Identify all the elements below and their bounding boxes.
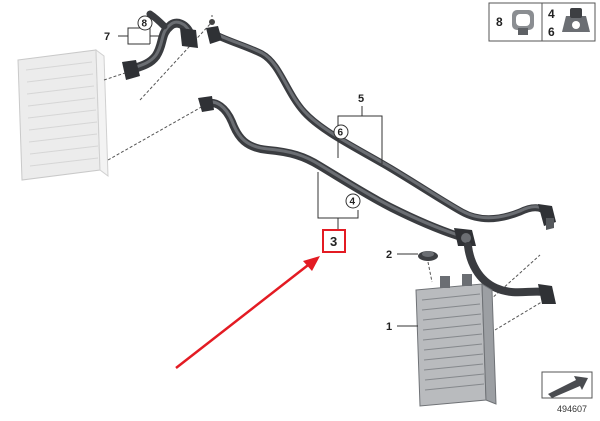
callout-6: 6 [338,128,344,139]
clamp-icon [512,10,534,35]
grommet-icon [562,8,590,32]
ghost-radiator [17,48,109,181]
part-3-highlight-box [322,229,346,253]
orientation-box: 494607 [541,371,593,414]
lower-hose [198,96,556,304]
callout-5: 5 [358,93,364,105]
legend-right-bottom-number: 6 [548,25,555,39]
callout-6-circle [333,124,349,140]
legend-box: 8 4 6 [488,2,596,42]
callout-1: 1 [386,321,392,333]
oil-cooler [415,274,497,407]
upper-hose [206,19,556,230]
orientation-arrow-icon [548,376,588,398]
red-pointer-arrow [175,256,320,369]
hose-assembly-7 [122,10,198,80]
grommet-part [418,251,438,283]
callout-4-circle [345,193,361,209]
legend-right-top-number: 4 [548,7,555,21]
callout-7: 7 [104,31,110,43]
reference-number: 494607 [557,404,587,414]
callout-8-circle [137,15,153,31]
callout-4: 4 [350,197,356,208]
callout-8: 8 [142,19,148,30]
callouts: 7 8 5 6 4 3 2 1 [104,15,418,333]
callout-3: 3 [330,234,337,249]
legend-left-number: 8 [496,15,503,29]
callout-2: 2 [386,249,392,261]
